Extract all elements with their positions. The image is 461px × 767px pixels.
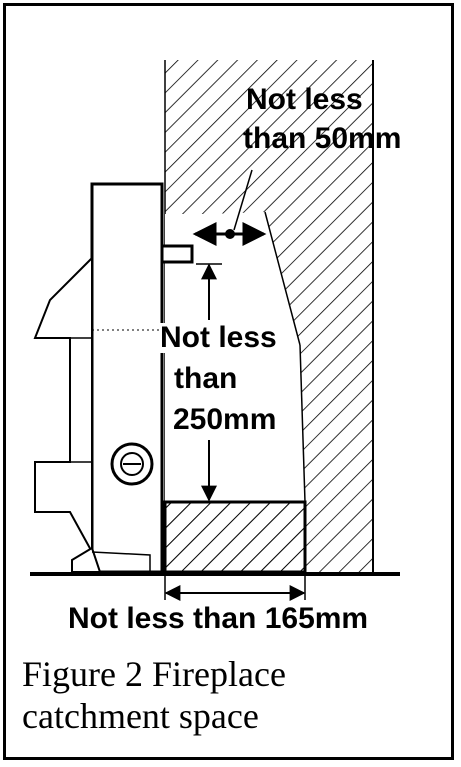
- catchment-space: [163, 500, 307, 574]
- caption-line2: catchment space: [22, 696, 259, 736]
- width-dimension: [164, 575, 306, 601]
- heater-unit: [33, 182, 164, 574]
- gap-label-line2: than 50mm: [243, 122, 402, 155]
- flue-spigot: [160, 244, 194, 264]
- height-dimension: [196, 263, 222, 502]
- height-label-line3: 250mm: [173, 403, 277, 436]
- width-label: Not less than 165mm: [68, 602, 369, 635]
- figure-caption: Figure 2 Fireplace catchment space: [22, 653, 286, 737]
- gap-dimension: [192, 169, 267, 246]
- height-label-line2: than: [174, 362, 238, 395]
- caption-line1: Figure 2 Fireplace: [22, 654, 286, 694]
- height-label-line1: Not less: [160, 321, 277, 354]
- gap-label-line1: Not less: [246, 83, 363, 116]
